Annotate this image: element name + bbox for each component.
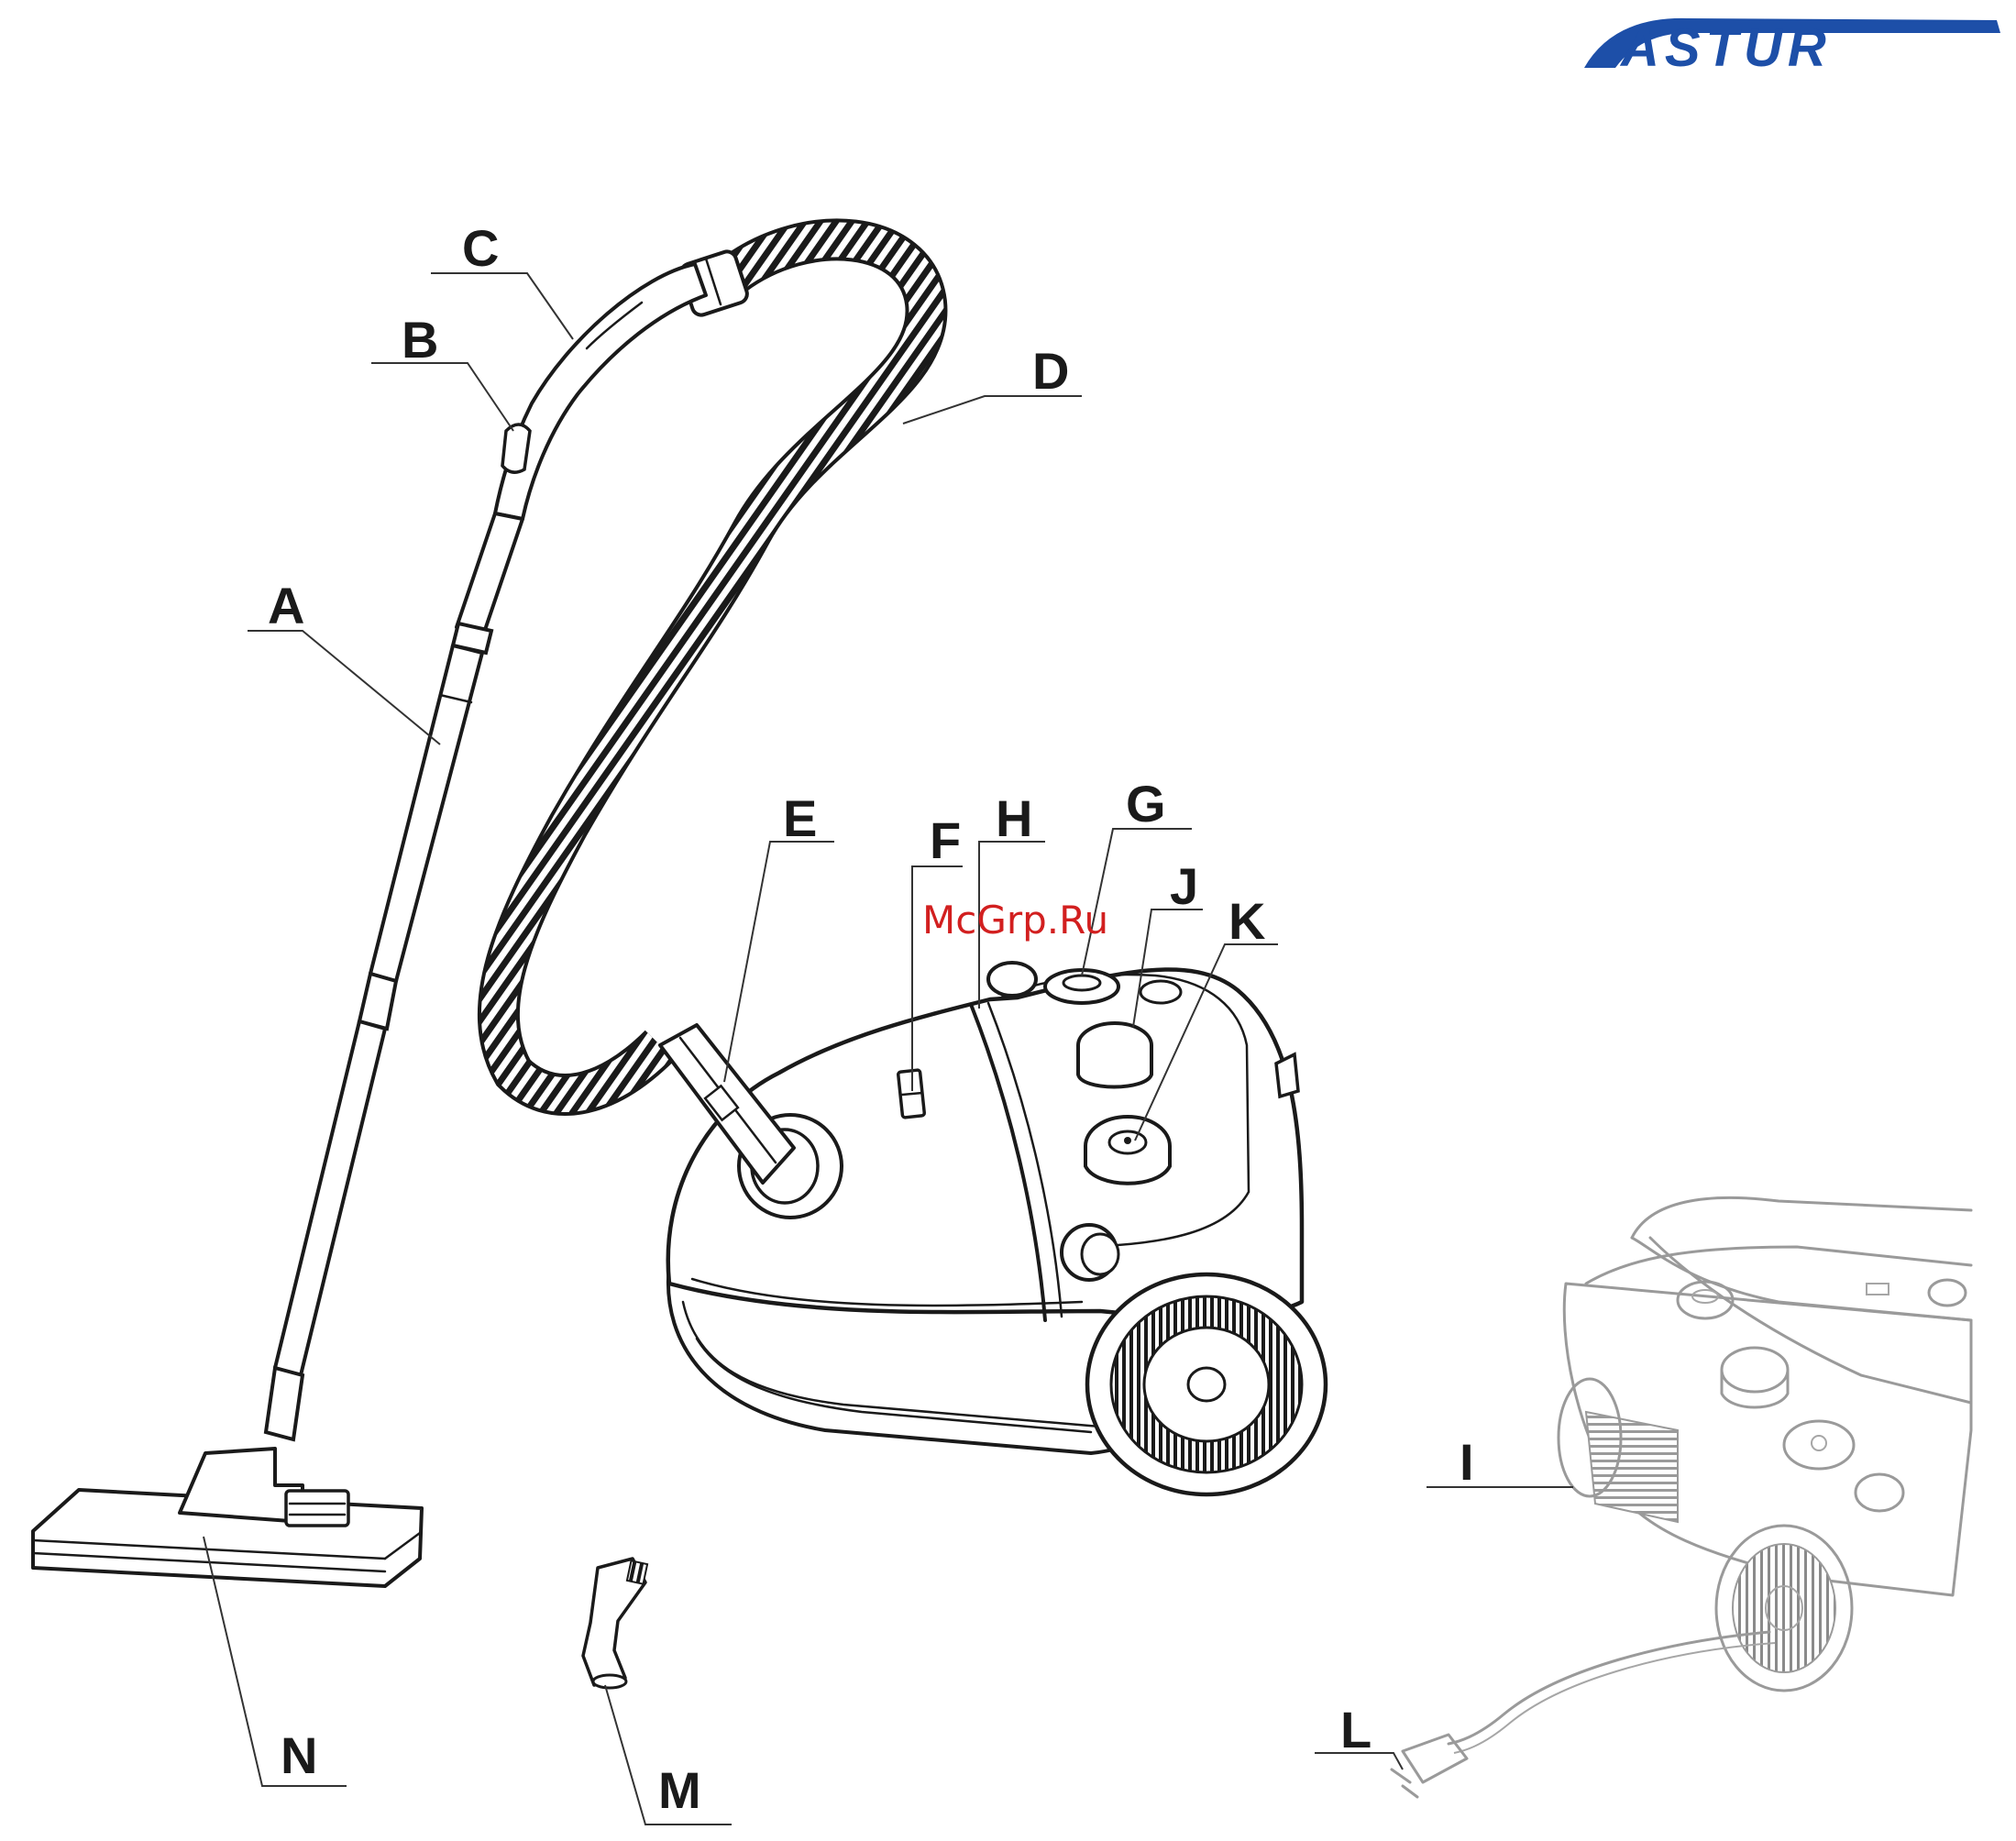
label-n: N xyxy=(281,1726,317,1784)
floor-nozzle xyxy=(33,1432,422,1586)
label-h: H xyxy=(996,789,1032,847)
label-a: A xyxy=(268,577,304,634)
logo-wordmark: ASTUR xyxy=(1619,18,1832,78)
label-g: G xyxy=(1126,775,1166,832)
label-i: I xyxy=(1460,1433,1474,1491)
label-b: B xyxy=(402,311,438,369)
astur-logo: ASTUR xyxy=(1584,18,2000,78)
watermark-text: McGrp.Ru xyxy=(922,898,1108,943)
wand-and-handle xyxy=(266,264,706,1439)
label-k: K xyxy=(1228,892,1265,950)
label-l: L xyxy=(1340,1701,1372,1758)
crevice-brush xyxy=(583,1559,647,1688)
label-m: M xyxy=(658,1761,701,1819)
label-d: D xyxy=(1032,342,1069,400)
label-c: C xyxy=(462,219,499,277)
label-f: F xyxy=(930,811,961,869)
rear-view-vacuum xyxy=(1392,1197,1971,1797)
part-labels: A B C D E F G H I J K L M N xyxy=(268,219,1474,1819)
label-e: E xyxy=(783,789,817,847)
vacuum-body xyxy=(660,963,1326,1494)
label-j: J xyxy=(1170,857,1198,915)
